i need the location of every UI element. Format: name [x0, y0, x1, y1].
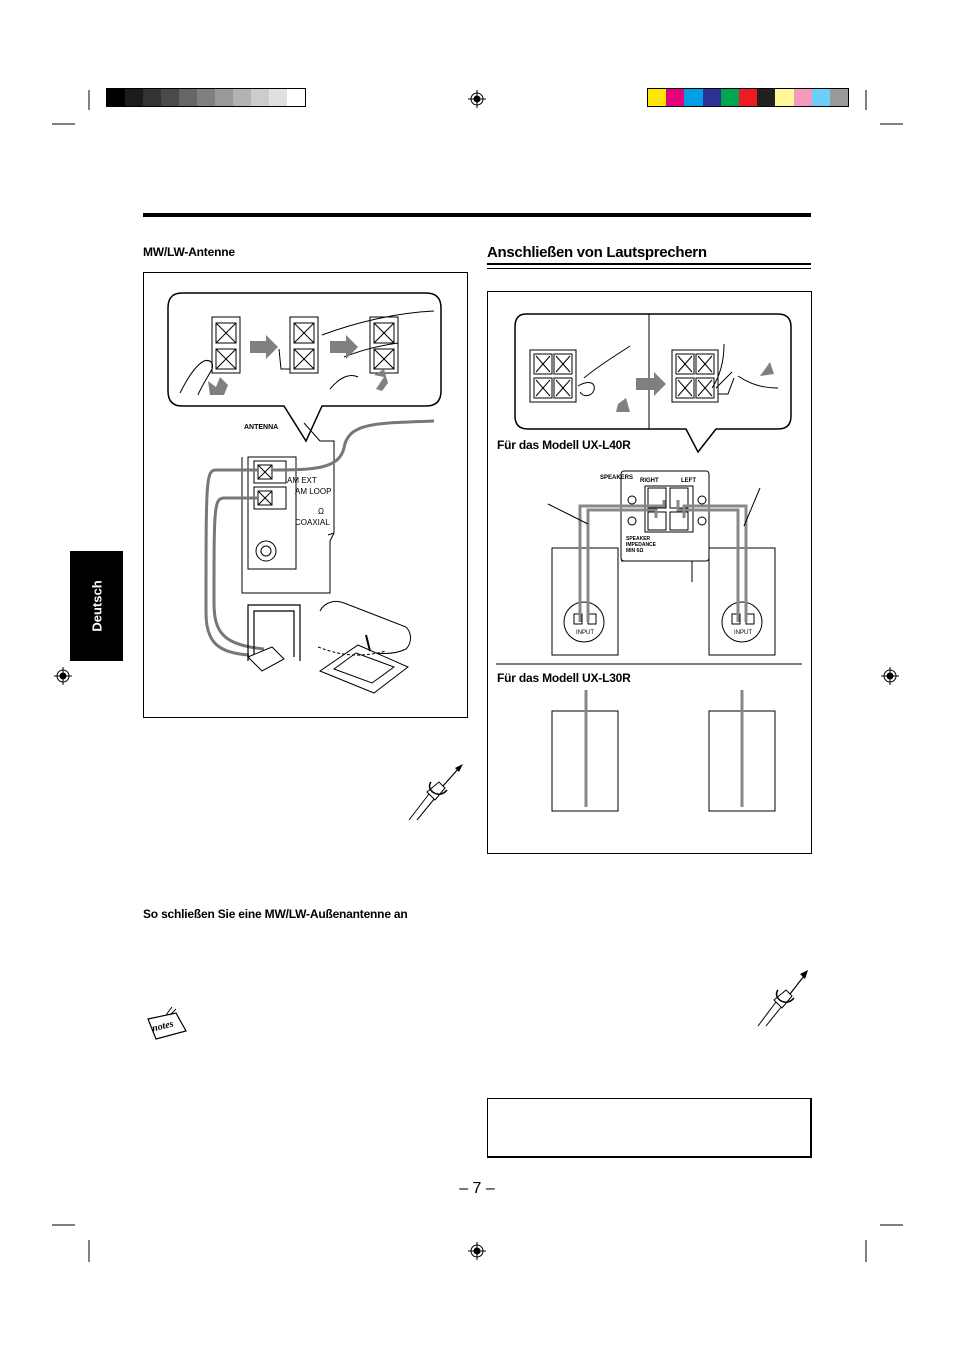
gray-swatch	[161, 89, 179, 106]
info-box	[487, 1098, 812, 1158]
speaker-diagram	[496, 313, 802, 812]
gray-swatch	[269, 89, 287, 106]
left-channel-label: LEFT	[681, 478, 696, 484]
impedance-label-2: IMPEDANCE	[626, 542, 657, 548]
gray-swatch	[125, 89, 143, 106]
model-b-heading: Für das Modell UX-L30R	[497, 671, 631, 685]
screwdriver-icon	[408, 764, 463, 821]
right-channel-label: RIGHT	[640, 478, 659, 484]
screwdriver-icon	[757, 970, 808, 1027]
antenna-heading: MW/LW-Antenne	[143, 245, 235, 259]
color-calibration-bar	[647, 88, 849, 107]
color-swatch	[720, 89, 739, 106]
color-swatch	[648, 89, 667, 106]
input-label-left: INPUT	[576, 630, 594, 636]
gray-swatch	[197, 89, 215, 106]
color-swatch	[757, 89, 776, 106]
color-swatch	[793, 89, 812, 106]
am-loop-label: AM LOOP	[295, 487, 332, 496]
model-a-heading: Für das Modell UX-L40R	[497, 438, 631, 452]
speakers-heading: Anschließen von Lautsprechern	[487, 244, 707, 261]
gray-swatch	[287, 89, 305, 106]
impedance-label-1: SPEAKER	[626, 536, 651, 542]
gray-swatch	[233, 89, 251, 106]
speaker-diagram-box: Für das Modell UX-L40R SPEAKERS RIGHT LE…	[487, 291, 812, 854]
gray-swatch	[251, 89, 269, 106]
language-tab-label: Deutsch	[89, 580, 104, 632]
ohm-label: Ω	[318, 507, 324, 516]
gray-calibration-bar	[106, 88, 306, 107]
antenna-diagram	[167, 292, 442, 694]
color-swatch	[775, 89, 794, 106]
language-tab: Deutsch	[70, 551, 123, 661]
outdoor-antenna-heading: So schließen Sie eine MW/LW-Außenantenne…	[143, 907, 408, 921]
color-swatch	[738, 89, 758, 106]
speakers-heading-rule	[487, 263, 811, 269]
coaxial-label: COAXIAL	[295, 518, 330, 527]
input-label-right: INPUT	[734, 630, 752, 636]
antenna-label: ANTENNA	[244, 424, 279, 431]
gray-swatch	[179, 89, 197, 106]
gray-swatch	[143, 89, 161, 106]
impedance-label-3: MIN 6Ω	[626, 548, 644, 554]
color-swatch	[666, 89, 685, 106]
top-rule	[143, 213, 811, 217]
gray-swatch	[215, 89, 233, 106]
page-number: – 7 –	[459, 1180, 495, 1197]
notes-icon: notes	[146, 1006, 188, 1043]
antenna-diagram-box: ANTENNA AM EXT AM LOOP Ω COAXIAL	[143, 272, 468, 718]
am-ext-label: AM EXT	[287, 476, 317, 485]
speakers-panel-label: SPEAKERS	[600, 475, 634, 481]
registration-mark	[54, 90, 899, 1260]
color-swatch	[811, 89, 830, 106]
color-swatch	[702, 89, 721, 106]
gray-swatch	[107, 89, 125, 106]
color-swatch	[829, 89, 849, 106]
color-swatch	[684, 89, 703, 106]
